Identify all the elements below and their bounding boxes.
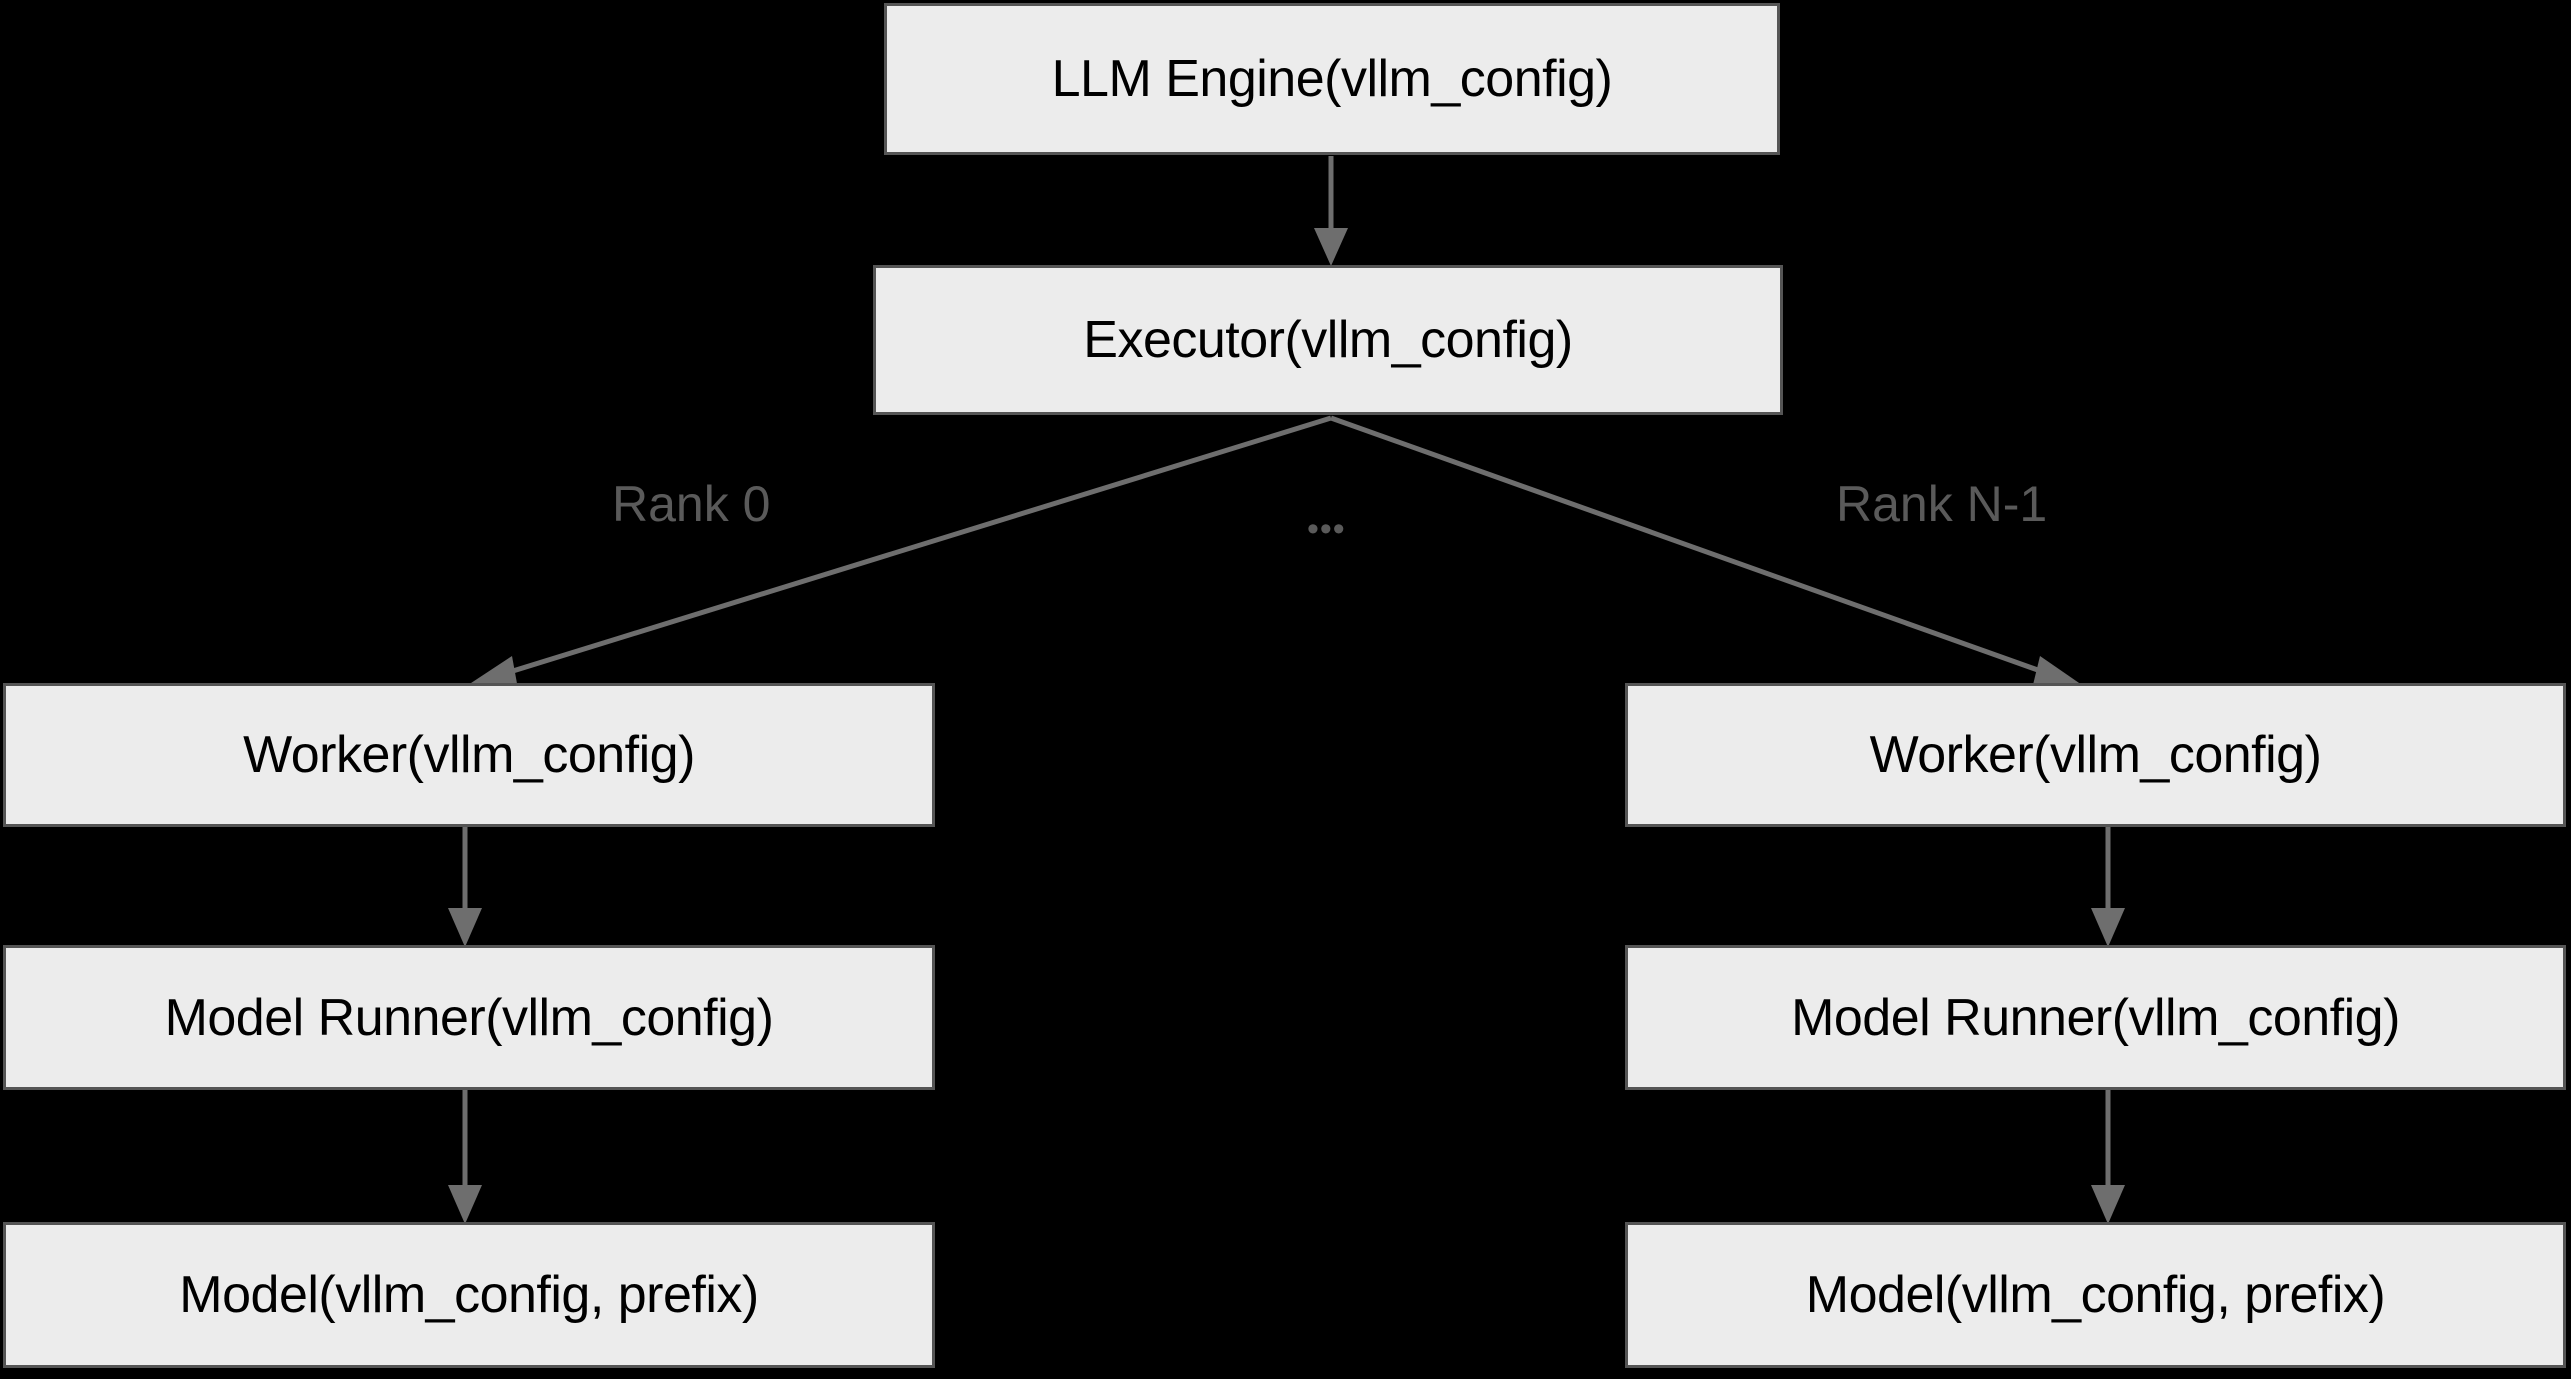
edge-llmengine-to-executor (1314, 156, 1348, 266)
edge-executor-to-worker-rank0 (468, 415, 1332, 689)
node-executor[interactable]: Executor(vllm_config) (873, 265, 1783, 415)
edge-executor-to-worker-rankn (1330, 415, 2082, 689)
node-llm-engine[interactable]: LLM Engine(vllm_config) (884, 3, 1780, 155)
node-model-runner-rankn[interactable]: Model Runner(vllm_config) (1625, 945, 2566, 1090)
edge-worker-to-modelrunner-left (448, 827, 482, 947)
node-model-runner-rank0[interactable]: Model Runner(vllm_config) (3, 945, 935, 1090)
edge-label-rank-ellipsis: ••• (1307, 510, 1346, 548)
edge-label-rank-n-1: Rank N-1 (1836, 476, 2048, 532)
edge-label-rank-0: Rank 0 (612, 476, 771, 532)
node-model-rank0[interactable]: Model(vllm_config, prefix) (3, 1222, 935, 1368)
node-worker-rankn[interactable]: Worker(vllm_config) (1625, 683, 2566, 827)
edge-worker-to-modelrunner-right (2091, 827, 2125, 947)
node-worker-rank0[interactable]: Worker(vllm_config) (3, 683, 935, 827)
edge-modelrunner-to-model-left (448, 1090, 482, 1224)
edge-modelrunner-to-model-right (2091, 1090, 2125, 1224)
node-model-rankn[interactable]: Model(vllm_config, prefix) (1625, 1222, 2566, 1368)
